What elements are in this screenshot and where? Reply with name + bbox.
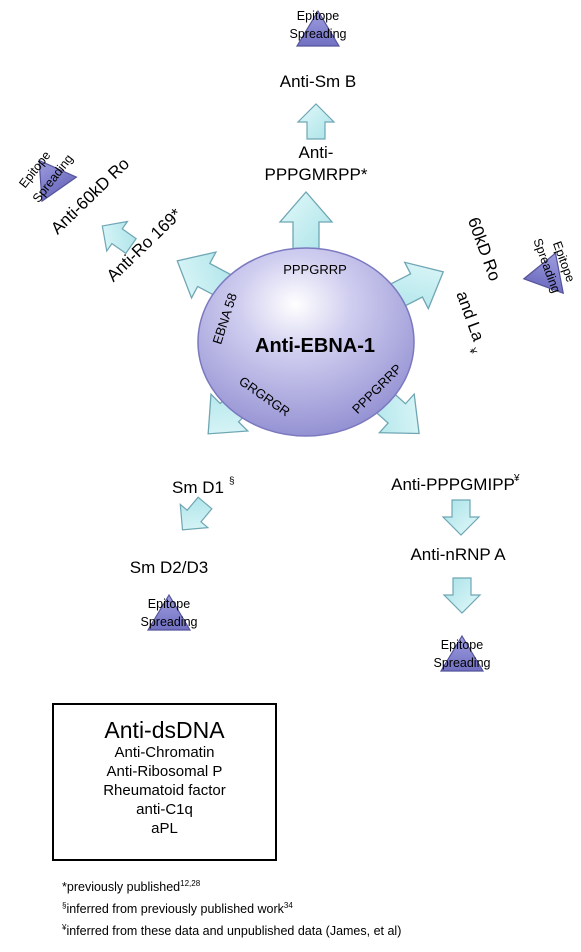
sm-d1-label: Sm D1 [172,478,224,497]
arrow-up [279,191,333,255]
anti-pppgmipp-mark: ¥ [513,473,520,484]
footnote: §inferred from previously published work… [62,898,572,920]
anti-ebna-1-ellipse [197,247,415,437]
footnote-ref: 34 [283,900,293,910]
arrow-to-anti-sm-b [297,103,335,140]
box-item: aPL [151,820,178,837]
box-title: Anti-dsDNA [104,717,225,743]
epitope-text-top-1: Epitope [297,9,339,23]
epitope-text-lower-right-1: Epitope [441,638,483,652]
anti-pppgmrpp-line1: Anti- [299,143,334,162]
footnote-mark: * [62,880,67,894]
box-item: Anti-Chromatin [114,744,215,761]
sm-d2d3-label: Sm D2/D3 [130,558,208,577]
box-item: Rheumatoid factor [103,782,226,799]
anti-sm-b-label: Anti-Sm B [280,72,357,91]
box-item: Anti-Ribosomal P [106,763,223,780]
anti-pppgmrpp-line2: PPPGMRPP* [265,165,368,184]
anti-dsdna-box: Anti-dsDNA Anti-Chromatin Anti-Ribosomal… [52,703,277,861]
footnote-mark: ¥ [62,922,67,932]
footnotes: *previously published12,28 §inferred fro… [62,876,572,942]
epitope-label-top: PPPGRRP [283,262,347,277]
anti-pppgmipp-label: Anti-PPPGMIPP [391,475,515,494]
arrow-to-epitope-lower-right [443,577,481,614]
footnote-ref: 12,28 [180,878,201,888]
box-item: anti-C1q [136,801,193,818]
footnote-text: inferred from these data and unpublished… [66,924,402,938]
footnote: *previously published12,28 [62,876,572,898]
epitope-text-lower-left-2: Spreading [141,615,198,629]
ro-la-line1: 60kD Ro [464,215,504,284]
sm-d1-mark: § [229,476,235,487]
center-title: Anti-EBNA-1 [255,335,375,357]
epitope-text-lower-left-1: Epitope [148,597,190,611]
ro-la-line2: and La [452,288,488,344]
anti-nrnp-a-label: Anti-nRNP A [410,545,506,564]
footnote-mark: § [62,900,67,910]
ro-la-mark: ¥ [466,346,479,356]
footnote-text: inferred from previously published work [66,902,284,916]
footnote-text: previously published [66,880,181,894]
arrow-to-sm-d2d3 [168,490,220,542]
footnote: ¥inferred from these data and unpublishe… [62,920,572,942]
epitope-text-top-2: Spreading [290,27,347,41]
arrow-to-anti-nrnp-a [442,499,480,536]
epitope-text-lower-right-2: Spreading [434,656,491,670]
